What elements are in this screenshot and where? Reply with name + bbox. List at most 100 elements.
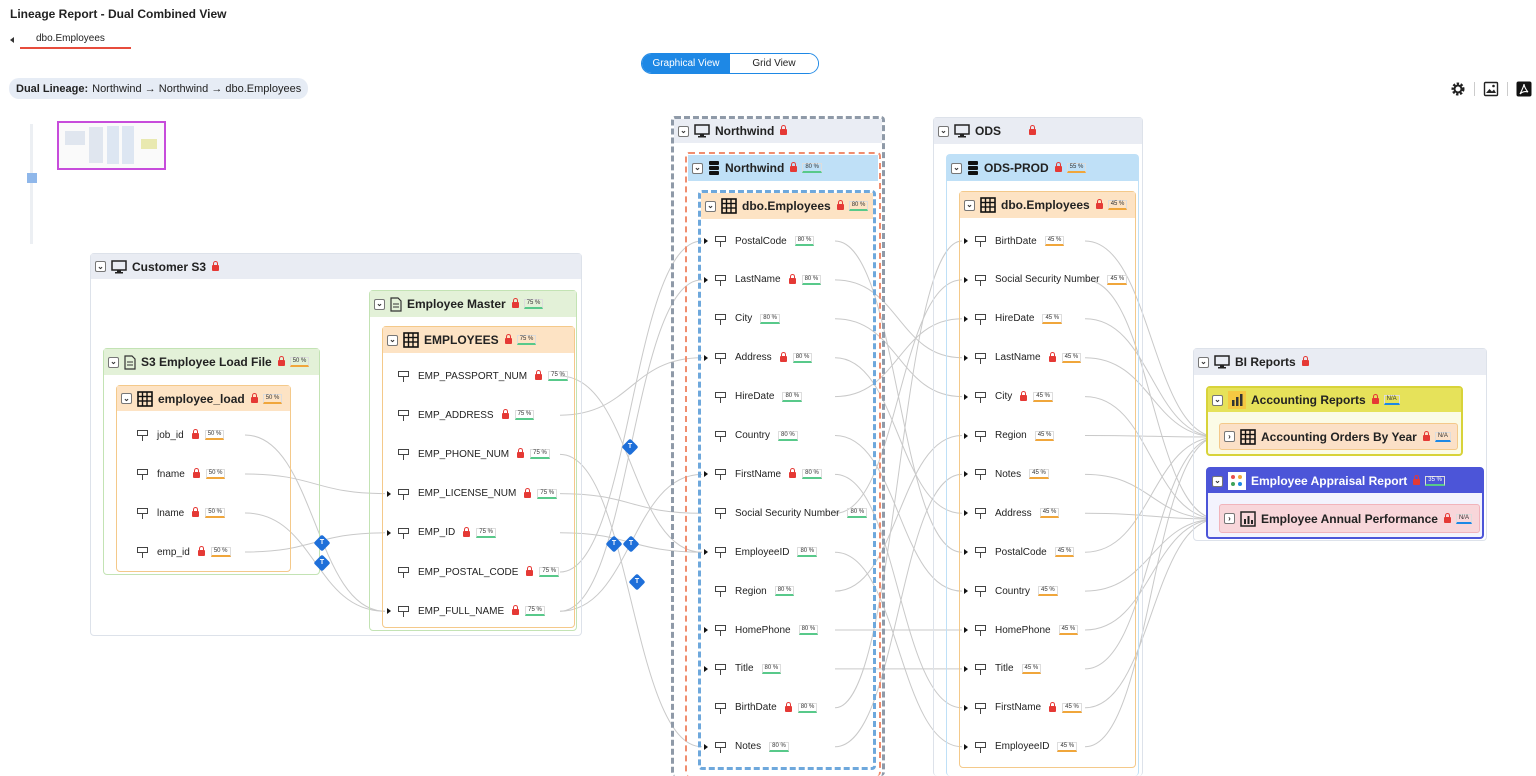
pdf-export-icon[interactable] [1516,81,1532,97]
collapse-icon[interactable]: ⌄ [964,199,975,211]
transform-marker[interactable]: T [622,535,640,553]
collapse-icon[interactable]: ⌄ [108,356,119,368]
customer-s3-header[interactable]: ⌄ Customer S3 [91,254,581,279]
collapse-icon[interactable]: ⌄ [705,200,716,212]
image-export-icon[interactable] [1483,81,1499,97]
minimap[interactable] [57,121,166,170]
northwind-employees-table [698,190,876,770]
zoom-slider-handle[interactable] [27,173,37,183]
expand-icon[interactable]: › [1224,431,1235,442]
collapse-icon[interactable]: ⌄ [1212,475,1223,487]
northwind-server-header[interactable]: ⌄ Northwind [674,119,882,143]
collapse-icon[interactable]: ⌄ [95,261,106,272]
collapse-icon[interactable]: ⌄ [1198,356,1209,368]
percent-badge: 80 % [774,586,795,597]
lineage-edge [1084,518,1219,631]
collapse-icon[interactable]: ⌄ [387,334,398,346]
percent-badge: 45 % [1058,625,1079,635]
collapse-icon[interactable]: ⌄ [938,125,949,137]
transform-marker[interactable]: T [621,438,639,456]
percent-badge: 45 % [1042,313,1063,324]
transform-marker[interactable]: T [628,573,646,591]
collapse-icon[interactable]: ⌄ [374,298,385,310]
transform-marker[interactable]: T [313,534,331,552]
column-icon [975,274,986,286]
ods-server-header[interactable]: ⌄ ODS [934,118,1142,144]
transform-marker[interactable]: T [605,535,623,553]
column-name: emp_id [157,546,190,558]
lock-icon [463,526,471,537]
collapse-icon[interactable]: ⌄ [121,393,132,404]
collapse-icon[interactable]: ⌄ [1212,394,1223,406]
expand-icon[interactable]: › [1224,513,1235,524]
percent-badge: 35 % [1425,476,1445,486]
group-title: ODS [975,124,1002,138]
lineage-edge [1084,435,1219,438]
gear-icon[interactable] [1450,81,1466,97]
lineage-edge [1084,436,1219,670]
lineage-edge [559,357,703,416]
collapse-icon[interactable]: ⌄ [951,162,962,174]
transform-marker[interactable]: T [313,554,331,572]
report-title: Accounting Orders By Year [1261,429,1417,444]
collapse-icon[interactable]: ⌄ [678,125,689,137]
bi-reports-header[interactable]: ⌄ BI Reports [1194,349,1486,375]
collapse-icon[interactable]: ⌄ [692,162,703,174]
database-icon [709,161,719,175]
graphical-view-button[interactable]: Graphical View [642,54,730,73]
grid-view-button[interactable]: Grid View [730,54,818,73]
zoom-slider-track[interactable] [30,124,33,244]
